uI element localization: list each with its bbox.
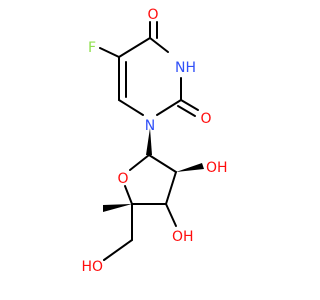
atom-label-f: F bbox=[88, 40, 96, 56]
bond-c2prime-c3prime bbox=[165, 171, 177, 205]
atom-label-o-ring: O bbox=[117, 171, 128, 187]
bond-c4-n3 bbox=[149, 37, 169, 53]
atom-label-ho-c5prime: HO bbox=[81, 259, 103, 275]
atom-label-oh-c2prime: OH bbox=[206, 160, 228, 176]
atom-label-o2: O bbox=[200, 111, 211, 127]
bond-c1prime-c2prime bbox=[148, 154, 177, 173]
atom-label-oh-c3prime: OH bbox=[172, 229, 194, 245]
atom-label-n1: N bbox=[145, 118, 155, 134]
bond-c6-n1 bbox=[118, 99, 144, 116]
bond-oring-c1prime bbox=[129, 154, 150, 171]
molecule-structure-diagram: O NH O N F O OH OH HO bbox=[81, 7, 228, 275]
bond-c2-o2 bbox=[180, 99, 199, 111]
bond-c4-c5 bbox=[118, 37, 151, 58]
bond-c2prime-oh-wedge bbox=[176, 163, 204, 172]
bond-c5prime-o5 bbox=[103, 239, 133, 261]
bond-c3prime-oh bbox=[165, 203, 177, 227]
bond-c5-f bbox=[99, 47, 120, 58]
atom-label-o4: O bbox=[147, 7, 158, 23]
bond-n1-c2 bbox=[156, 99, 182, 116]
bond-n1-c1prime-wedge bbox=[146, 128, 152, 155]
atom-label-nh: NH bbox=[175, 60, 196, 76]
bond-c4prime-methyl-wedge bbox=[103, 204, 132, 212]
bond-c2-o2-double bbox=[177, 105, 196, 117]
bond-c4prime-oring bbox=[124, 185, 133, 205]
